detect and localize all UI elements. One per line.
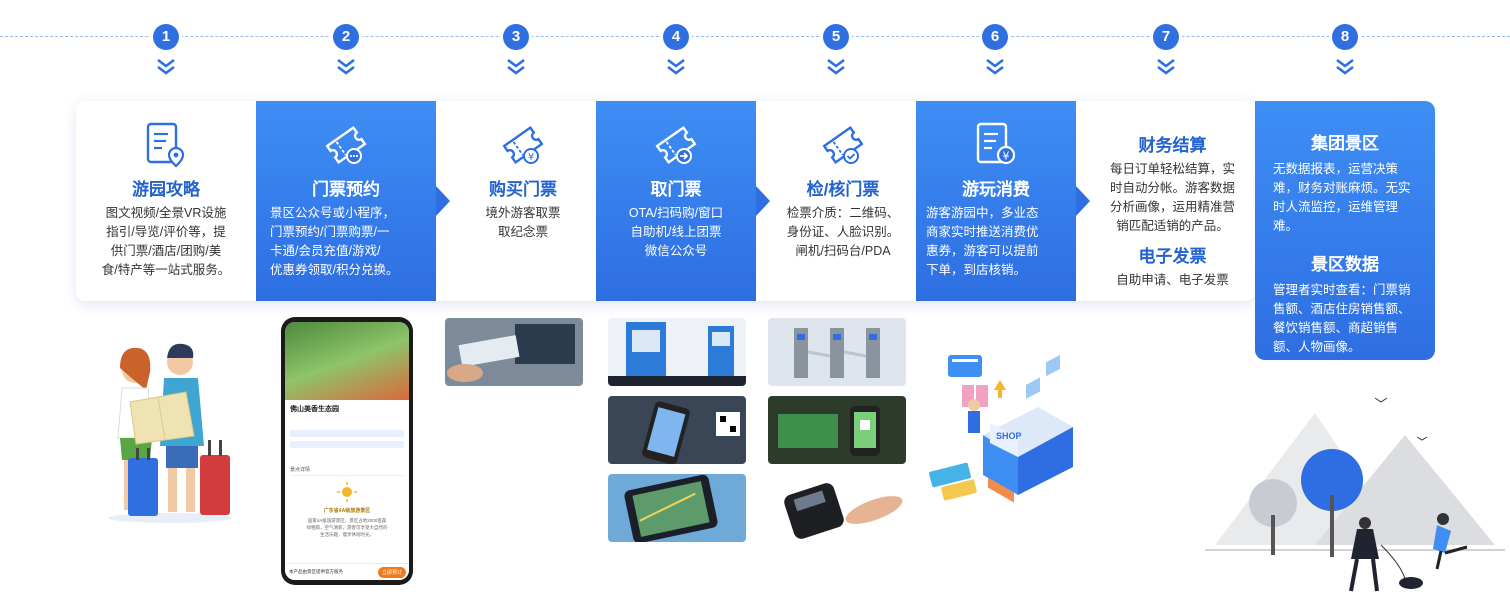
- phone-body-text: 国家4A级旅游景区，景区占地2000亩森绿相荫，空气清新，游客可享受大自然的生活…: [306, 518, 388, 537]
- chevron-down-icon: [156, 58, 176, 76]
- sun-icon: [285, 482, 409, 507]
- timeline-dashed-line: [0, 36, 1510, 37]
- card-ticket-booking: 门票预约 景区公众号或小程序，门票预约/门票购票/一卡通/会员充值/游戏/优惠券…: [256, 101, 436, 301]
- step-8: 8: [1331, 24, 1359, 76]
- card-title-data: 景区数据: [1311, 255, 1379, 274]
- phone-footer-text: 本产品由景区提供官方服务: [289, 569, 343, 574]
- ticket-check-icon: [821, 121, 865, 169]
- step-number: 6: [982, 24, 1008, 50]
- self-service-kiosk-photo: [608, 318, 746, 386]
- card-finance: 财务结算 每日订单轻松结算，实时自动分帐。游客数据分析画像，运用精准营销匹配适销…: [1090, 101, 1255, 301]
- card-desc: 检票介质：二维码、身份证、人脸识别。闸机/扫码台/PDA: [786, 206, 900, 258]
- step-number: 3: [503, 24, 529, 50]
- svg-text:¥: ¥: [1003, 150, 1010, 163]
- phone-screen: 佛山美香生态园 景点详情 广东省4A级旅游景区 国家4A级旅游景区，景区占地20…: [285, 322, 409, 580]
- card-title: 取门票: [650, 180, 702, 199]
- chevron-down-icon: [1335, 58, 1355, 76]
- step-number: 8: [1332, 24, 1358, 50]
- chevron-down-icon: [666, 58, 686, 76]
- step-number: 1: [153, 24, 179, 50]
- card-group-data: 集团景区 无数据报表，运营决策难，财务对账麻烦。无实时人流监控，运维管理难。 景…: [1255, 101, 1435, 360]
- ticket-yen-icon: ¥: [501, 121, 545, 169]
- card-buy-ticket: ¥ 购买门票 境外游客取票取纪念票: [450, 101, 596, 301]
- step-7: 7: [1152, 24, 1180, 76]
- step-2: 2: [332, 24, 360, 76]
- park-illustration: [1205, 397, 1505, 592]
- card-pick-ticket: 取门票 OTA/扫码购/窗口自助机/线上团票微信公众号: [596, 101, 756, 301]
- chevron-down-icon: [826, 58, 846, 76]
- chevron-down-icon: [506, 58, 526, 76]
- phone-mockup: 佛山美香生态园 景点详情 广东省4A级旅游景区 国家4A级旅游景区，景区占地20…: [281, 317, 413, 585]
- turnstile-gate-photo: [768, 318, 906, 386]
- card-title: 购买门票: [489, 180, 557, 199]
- chevron-down-icon: [1156, 58, 1176, 76]
- phone-footer: 本产品由景区提供官方服务 立即预订: [285, 563, 409, 580]
- card-check-ticket: 检/核门票 检票介质：二维码、身份证、人脸识别。闸机/扫码台/PDA: [770, 101, 916, 301]
- qr-scanner-photo: [768, 396, 906, 464]
- scan-qr-phone-photo: [608, 396, 746, 464]
- step-number: 5: [823, 24, 849, 50]
- map-navigation-photo: [608, 474, 746, 542]
- step-5: 5: [822, 24, 850, 76]
- svg-text:¥: ¥: [528, 152, 534, 163]
- card-title: 检/核门票: [806, 180, 880, 199]
- ticket-machine-photo: [445, 318, 583, 386]
- card-consume: ¥ 游玩消费 游客游园中，多业态商家实时推送消费优惠券，游客可以提前下单，到店核…: [916, 101, 1076, 301]
- arrow-right-icon: [1076, 186, 1090, 216]
- step-number: 2: [333, 24, 359, 50]
- card-desc: 管理者实时查看：门票销售额、酒店住房销售额、餐饮销售额、商超销售额、人物画像。: [1273, 283, 1411, 354]
- card-desc: 图文视频/全景VR设施指引/导览/评价等，提供门票/酒店/团购/美食/特产等一站…: [101, 206, 231, 277]
- shop-illustration: SHOP: [929, 354, 1073, 503]
- card-desc: OTA/扫码购/窗口自助机/线上团票微信公众号: [628, 206, 724, 258]
- step-4: 4: [662, 24, 690, 76]
- step-1: 1: [152, 24, 180, 76]
- phone-section-banner: 广东省4A级旅游景区: [323, 508, 371, 514]
- card-title: 游玩消费: [962, 180, 1030, 199]
- park-banner-image: [285, 322, 409, 400]
- phone-promo-bar: [290, 430, 404, 437]
- chevron-down-icon: [336, 58, 356, 76]
- card-title-group: 集团景区: [1311, 134, 1379, 153]
- step-3: 3: [502, 24, 530, 76]
- tourists-illustration: [108, 343, 232, 523]
- card-title-invoice: 电子发票: [1138, 247, 1207, 266]
- phone-tab-label: 景点详情: [290, 466, 404, 476]
- document-yen-icon: ¥: [974, 121, 1018, 169]
- card-travel-guide: 游园攻略 图文视频/全景VR设施指引/导览/评价等，提供门票/酒店/团购/美食/…: [76, 101, 256, 301]
- shop-sign-text: SHOP: [996, 431, 1022, 441]
- card-desc: 游客游园中，多业态商家实时推送消费优惠券，游客可以提前下单，到店核销。: [926, 206, 1039, 277]
- phone-park-title: 佛山美香生态园: [290, 406, 339, 413]
- step-number: 4: [663, 24, 689, 50]
- ticket-chat-icon: [324, 121, 368, 169]
- book-now-button[interactable]: 立即预订: [377, 567, 406, 578]
- arrow-right-icon: [756, 186, 770, 216]
- phone-promo-bar: [290, 441, 404, 448]
- card-desc: 无数据报表，运营决策难，财务对账麻烦。无实时人流监控，运维管理难。: [1273, 162, 1411, 233]
- pda-device-photo: [768, 474, 906, 542]
- card-desc: 自助申请、电子发票: [1116, 273, 1229, 287]
- card-desc: 境外游客取票取纪念票: [485, 206, 561, 239]
- step-number: 7: [1153, 24, 1179, 50]
- document-location-icon: [144, 121, 188, 169]
- chevron-down-icon: [985, 58, 1005, 76]
- card-title-finance: 财务结算: [1138, 136, 1207, 155]
- ticket-arrow-icon: [654, 121, 698, 169]
- card-desc: 景区公众号或小程序，门票预约/门票购票/一卡通/会员充值/游戏/优惠券领取/积分…: [270, 206, 399, 277]
- step-6: 6: [981, 24, 1009, 76]
- arrow-right-icon: [436, 186, 450, 216]
- card-title: 门票预约: [312, 180, 380, 199]
- card-desc: 每日订单轻松结算，实时自动分帐。游客数据分析画像，运用精准营销匹配适销的产品。: [1109, 162, 1235, 233]
- card-title: 游园攻略: [132, 180, 200, 199]
